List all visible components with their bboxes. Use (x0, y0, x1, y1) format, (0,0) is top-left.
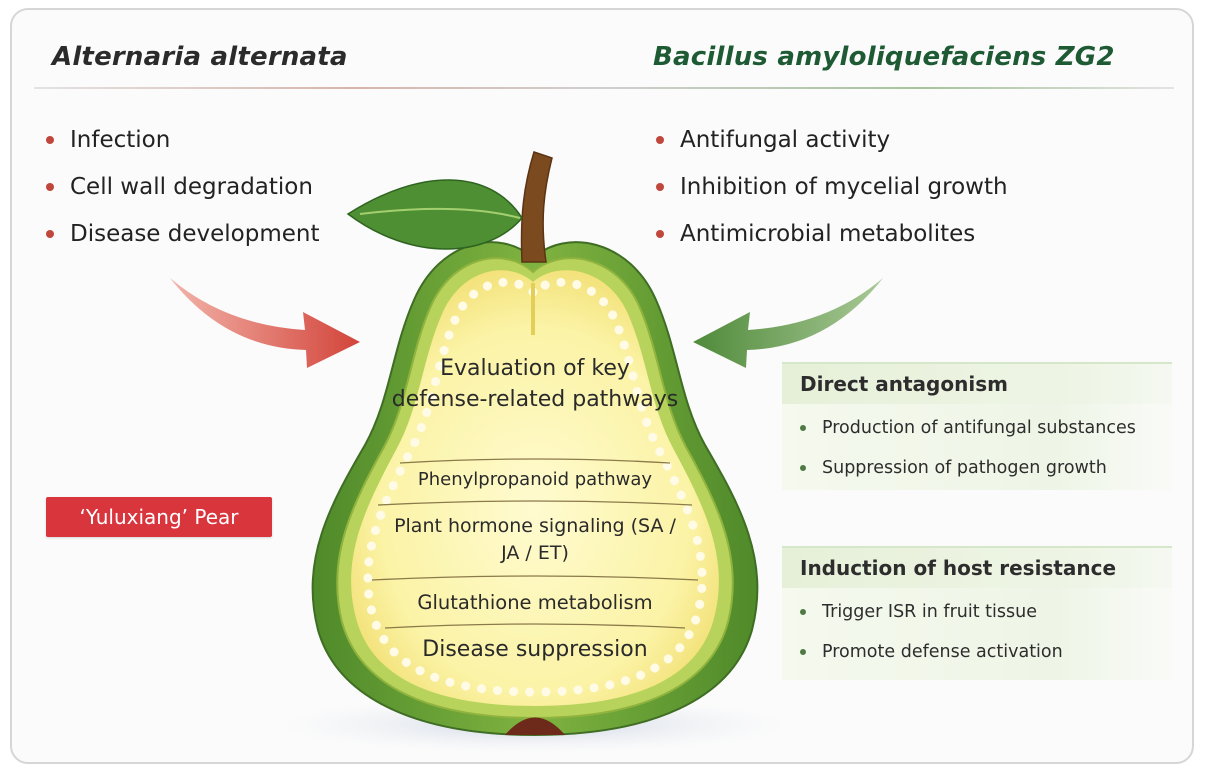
pathway-divider (371, 575, 699, 581)
list-item: Cell wall degradation (46, 164, 320, 211)
antagonist-effects-list: Antifungal activity Inhibition of myceli… (656, 117, 1008, 258)
pear-seed-ring (363, 277, 707, 697)
pear-blossom-end (505, 717, 565, 735)
pathway-divider (377, 500, 693, 506)
pathway-evaluation-heading: Evaluation of key defense-related pathwa… (391, 356, 679, 412)
pear-variety-label: ‘Yuluxiang’ Pear (46, 497, 272, 537)
list-item: Disease development (46, 211, 320, 258)
pathogen-arrow-icon (170, 278, 360, 368)
bullet-dot (800, 609, 806, 615)
leaf-vein (359, 207, 521, 219)
pathway-glutathione: Glutathione metabolism (417, 591, 653, 614)
bullet-dot (800, 425, 806, 431)
bullet-dot (656, 183, 664, 191)
bullet-dot (800, 649, 806, 655)
list-item: Infection (46, 117, 320, 164)
panel-heading: Induction of host resistance (782, 548, 1172, 588)
pear-stem-icon (520, 151, 553, 263)
bullet-dot (656, 136, 664, 144)
pathway-hormone-signaling: Plant hormone signaling (SA / JA / ET) (394, 515, 676, 564)
pathogen-title: Alternaria alternata (52, 42, 348, 72)
antagonist-title: Bacillus amyloliquefaciens ZG2 (653, 42, 1115, 72)
list-item: Antimicrobial metabolites (656, 211, 1008, 258)
pear-flesh (351, 270, 719, 706)
bullet-dot (46, 183, 54, 191)
bullet-dot (800, 465, 806, 471)
header-divider (34, 87, 1174, 89)
list-item: Inhibition of mycelial growth (656, 164, 1008, 211)
list-item: Trigger ISR in fruit tissue (800, 592, 1172, 632)
host-resistance-list: Trigger ISR in fruit tissue Promote defe… (782, 588, 1172, 672)
host-resistance-panel: Induction of host resistance Trigger ISR… (782, 546, 1172, 680)
list-item: Antifungal activity (656, 117, 1008, 164)
pear-leaf-icon (346, 179, 523, 250)
direct-antagonism-panel: Direct antagonism Production of antifung… (782, 362, 1172, 490)
panel-heading: Direct antagonism (782, 364, 1172, 404)
list-item: Suppression of pathogen growth (800, 448, 1172, 488)
pathway-divider (399, 458, 671, 464)
bullet-dot (46, 136, 54, 144)
pathway-disease-suppression: Disease suppression (422, 637, 648, 662)
antagonist-arrow-icon (693, 278, 883, 368)
pathogen-effects-list: Infection Cell wall degradation Disease … (46, 117, 320, 258)
pathway-phenylpropanoid: Phenylpropanoid pathway (417, 469, 653, 490)
pathway-divider (384, 623, 686, 629)
bullet-dot (46, 230, 54, 238)
bullet-dot (656, 230, 664, 238)
list-item: Promote defense activation (800, 632, 1172, 672)
direct-antagonism-list: Production of antifungal substances Supp… (782, 404, 1172, 488)
list-item: Production of antifungal substances (800, 408, 1172, 448)
